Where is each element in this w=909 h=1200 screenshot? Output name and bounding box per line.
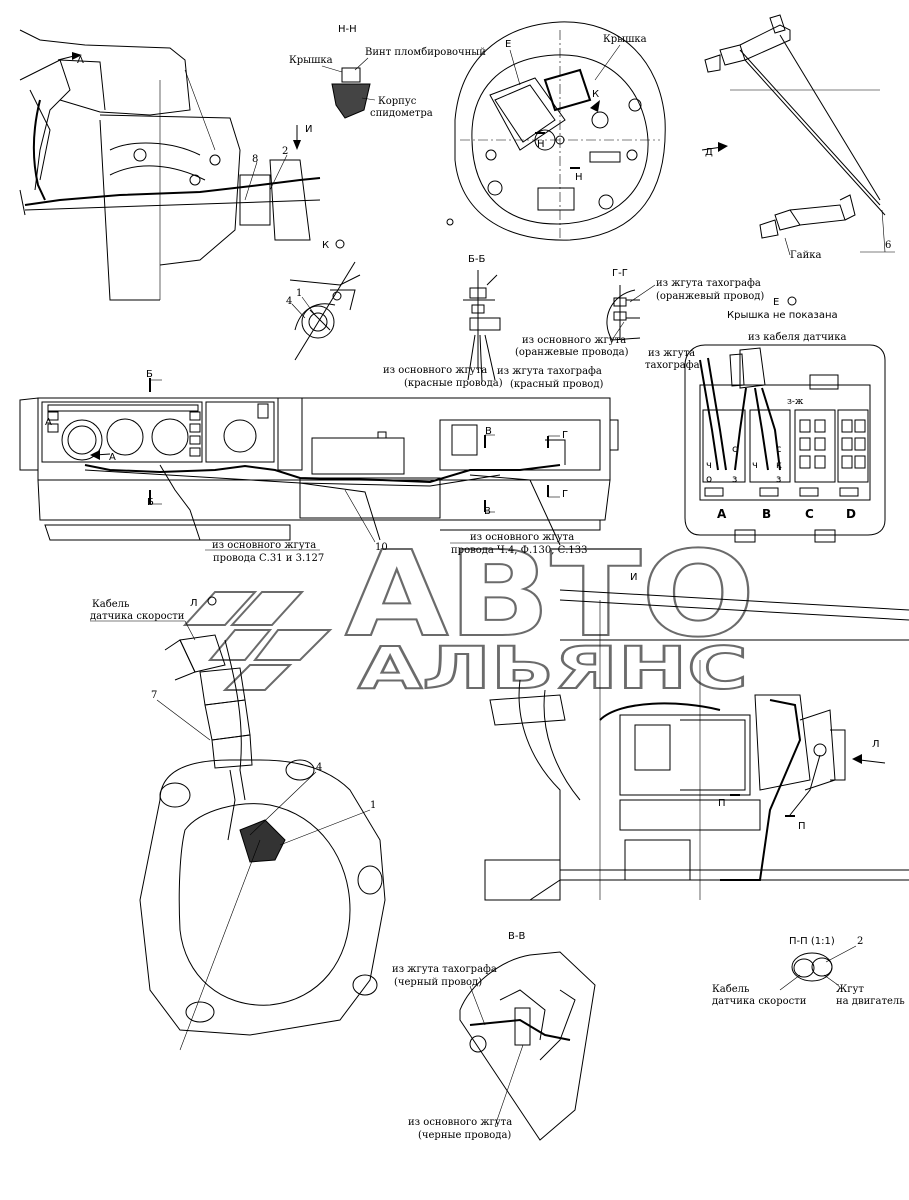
i-p1: П (718, 798, 726, 809)
pp-cable-1: Кабель (712, 984, 750, 995)
pin-b-3: с (776, 444, 782, 455)
callout-8: 8 (252, 154, 258, 165)
nn-korpus-1: Корпус (378, 96, 417, 107)
dash-v2: В (484, 506, 491, 517)
sensor-cable-1: Кабель (92, 599, 130, 610)
bb-tacho-1: из жгута тахографа (497, 366, 602, 377)
sensor-num4: 4 (316, 762, 322, 773)
pin-a-1: ч (706, 460, 712, 471)
pin-b-4: з (776, 474, 781, 485)
i-l: Л (872, 739, 880, 750)
pin-zh: з-ж (787, 397, 804, 407)
gg-tacho-2: (оранжевый провод) (656, 291, 764, 302)
pp-view: П-П (1:1) 2 Кабель датчика скорости Жгут… (712, 936, 905, 1007)
e-detail-note: Крышка не показана (727, 310, 838, 321)
sensor-cable-2: датчика скорости (90, 611, 185, 622)
e-detail-view: Е Крышка не показана из кабеля датчика и… (645, 296, 886, 543)
dash-num10: 10 (375, 542, 388, 553)
main-left-view: А И 2 8 (19, 29, 321, 301)
col-b: B (762, 507, 771, 521)
sensor-l: Л (190, 598, 198, 609)
gg-title: Г-Г (612, 268, 628, 279)
e-top-n2: Н (575, 172, 583, 183)
vv-view: В-В из жгута тахографа (черный провод) и… (392, 931, 596, 1141)
pp-num2: 2 (857, 936, 863, 947)
e-detail-title: Е (773, 297, 779, 308)
pp-harness-1: Жгут (836, 984, 864, 995)
pp-harness-2: на двигатель (836, 996, 905, 1007)
nn-title: Н-Н (338, 24, 357, 35)
nn-view: Н-Н Крышка Винт пломбировочный Корпус сп… (289, 24, 486, 119)
gg-tacho-1: из жгута тахографа (656, 278, 761, 289)
pin-b-1: ч (752, 460, 758, 471)
pin-a-2: с (732, 444, 738, 455)
e-top-krishka: Крышка (603, 34, 647, 45)
col-d: D (846, 507, 856, 521)
col-c: C (805, 507, 814, 521)
nn-korpus-2: спидометра (370, 108, 433, 119)
e-detail-tacho-2: тахографа (645, 360, 700, 371)
gg-main-1: из основного жгута (522, 335, 626, 346)
dash-b1: Б (146, 369, 153, 380)
callout-2: 2 (282, 146, 288, 157)
d-label: Д (705, 147, 713, 158)
e-top-view: Е Крышка К Н Н (446, 21, 666, 241)
bb-main-2: (красные провода) (404, 378, 503, 389)
vv-tacho-2: (черный провод) (394, 977, 482, 988)
k-num1: 1 (296, 288, 302, 299)
nn-krishka: Крышка (289, 55, 333, 66)
watermark-line2: АЛЬЯНС (358, 634, 748, 702)
dash-g2: Г (562, 489, 568, 500)
k-title: К (322, 240, 329, 251)
label-i: И (305, 124, 312, 135)
sensor-view: Л Кабель датчика скорости 7 4 1 (90, 596, 386, 1051)
nn-vint: Винт пломбировочный (365, 47, 486, 58)
vv-main-2: (черные провода) (418, 1130, 511, 1141)
dash-main-left-1: из основного жгута (212, 540, 316, 551)
i-view: И Л П П (484, 572, 909, 901)
d-gayka: Гайка (790, 250, 821, 261)
vv-title: В-В (508, 931, 525, 942)
pin-a-3: о (706, 474, 712, 485)
bb-main-1: из основного жгута (383, 365, 487, 376)
dash-v1: В (485, 426, 492, 437)
e-top-n1: Н (537, 139, 545, 150)
dash-main-right-1: из основного жгута (470, 532, 574, 543)
pin-b-2: к (776, 460, 782, 471)
e-top-e: Е (505, 39, 511, 50)
dash-a-left: А (45, 417, 52, 428)
k-view: К 1 4 (286, 239, 361, 361)
e-top-k: К (592, 89, 599, 100)
e-detail-sensor: из кабеля датчика (748, 332, 846, 343)
connector-c-pins (799, 419, 866, 469)
dash-main-right-2: провода Ч.4, Ф.130, С.133 (451, 545, 588, 556)
gg-main-2: (оранжевые провода) (515, 347, 629, 358)
dash-a: А (109, 452, 116, 463)
dash-b2: Б (147, 497, 154, 508)
bb-title: Б-Б (468, 254, 485, 265)
label-a: А (77, 55, 84, 66)
pp-title: П-П (1:1) (789, 936, 835, 947)
dash-g1: Г (562, 430, 568, 441)
i-p2: П (798, 821, 806, 832)
pin-a-4: з (732, 474, 737, 485)
pp-cable-2: датчика скорости (712, 996, 807, 1007)
dash-main-left-2: провода С.31 и 3.127 (213, 553, 324, 564)
gg-view: Г-Г из жгута тахографа (оранжевый провод… (515, 268, 764, 358)
d-num6: 6 (885, 240, 891, 251)
bb-tacho-2: (красный провод) (510, 379, 603, 390)
bb-view: Б-Б из основного жгута (красные провода)… (383, 254, 603, 390)
vv-tacho-1: из жгута тахографа (392, 964, 497, 975)
k-num4: 4 (286, 296, 292, 307)
sensor-num7: 7 (151, 690, 157, 701)
col-a: A (717, 507, 727, 521)
sensor-num1: 1 (370, 800, 376, 811)
e-detail-tacho-1: из жгута (648, 348, 695, 359)
i-label: И (630, 572, 637, 583)
dashboard-view: Б Б А А В В Г Г из основного жгута прово… (19, 369, 619, 564)
vv-main-1: из основного жгута (408, 1117, 512, 1128)
d-view: Д 6 Гайка (701, 14, 895, 261)
watermark-logo (182, 591, 333, 691)
